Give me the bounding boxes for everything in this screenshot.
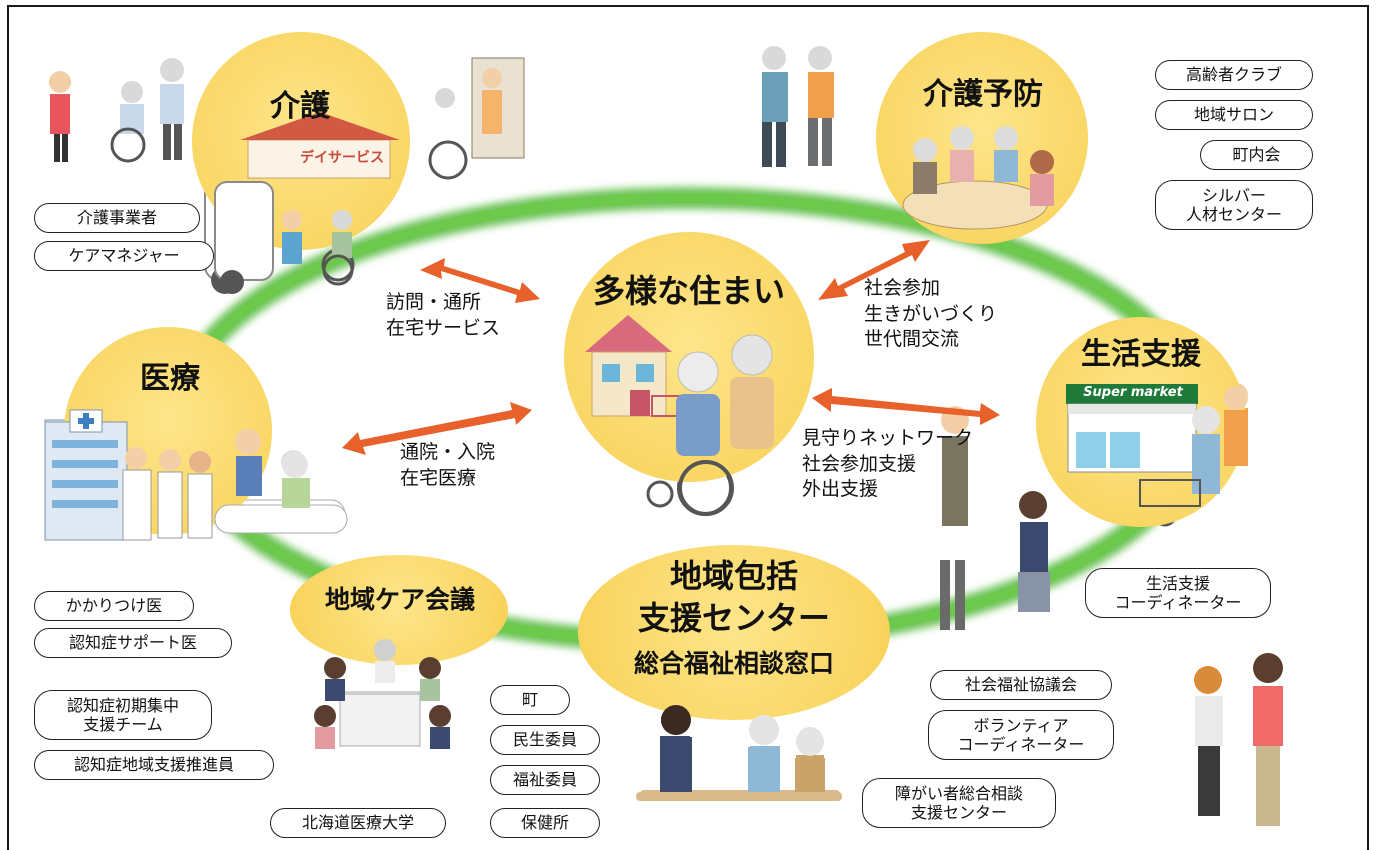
arrow-iryo-center <box>342 402 532 455</box>
center-title: 多様な住まい <box>592 272 785 310</box>
home-visit-illustration <box>428 57 525 180</box>
seikatsu-title: 生活支援 <box>1081 337 1201 372</box>
link-label-iryo: 通院・入院 在宅医療 <box>400 440 495 491</box>
arrow-yobo-center <box>818 240 930 300</box>
pill-shakyo: 社会福祉協議会 <box>930 670 1112 700</box>
link-seikatsu-line1: 見守りネットワーク <box>802 427 974 449</box>
iryo-title: 医療 <box>140 361 200 396</box>
supermarket-store-icon <box>1066 384 1248 507</box>
pill-kaigo-jigyosha: 介護事業者 <box>34 203 200 233</box>
houkatsu-title-3: 総合福祉相談窓口 <box>633 649 834 678</box>
hospital-building-icon <box>44 409 348 541</box>
pill-ninchisho-support: 認知症サポート医 <box>34 628 232 658</box>
arrow-kaigo-center <box>420 258 540 303</box>
meeting-table-icon <box>314 639 451 749</box>
pill-chiiki-salon: 地域サロン <box>1155 100 1313 130</box>
houkatsu-title-1: 地域包括 <box>669 557 798 595</box>
pill-fukushi: 福祉委員 <box>490 765 600 795</box>
pill-silver-center: シルバー 人材センター <box>1155 180 1313 230</box>
link-seikatsu-line3: 外出支援 <box>802 478 879 501</box>
pill-shogai-center: 障がい者総合相談 支援センター <box>862 778 1056 828</box>
supermarket-sign: Super market <box>1083 385 1183 400</box>
pill-koureisha-club: 高齢者クラブ <box>1155 60 1313 90</box>
link-kaigo-line1: 訪問・通所 <box>386 291 482 313</box>
kaigo-title: 介護 <box>270 89 330 124</box>
houkatsu-circle <box>578 545 890 720</box>
center-house-icon <box>585 315 774 516</box>
link-iryo-line2: 在宅医療 <box>400 466 477 489</box>
pill-ninchisho-team: 認知症初期集中 支援チーム <box>34 690 212 740</box>
link-yobo-line3: 世代間交流 <box>864 328 960 351</box>
walking-seniors-illustration <box>762 46 834 167</box>
pill-seikatsu-coord: 生活支援 コーディネーター <box>1085 568 1271 618</box>
link-yobo-line1: 社会参加 <box>864 277 941 299</box>
pill-minsei: 民生委員 <box>490 725 600 755</box>
arrow-seikatsu-center <box>812 388 1000 425</box>
link-kaigo-line2: 在宅サービス <box>386 316 501 339</box>
care-kaigi-title: 地域ケア会議 <box>324 585 475 614</box>
link-yobo-line2: 生きがいづくり <box>864 302 998 325</box>
yobo-table-icon <box>902 126 1054 230</box>
day-service-sign: デイサービス <box>300 150 384 166</box>
pill-ninchisho-suishin: 認知症地域支援推進員 <box>34 750 274 780</box>
staff-pair-illustration <box>1194 653 1283 826</box>
pill-hokenjo: 保健所 <box>490 808 600 838</box>
link-iryo-line1: 通院・入院 <box>400 441 496 463</box>
pill-machi: 町 <box>490 685 570 715</box>
kaigo-yobo-title: 介護予防 <box>923 77 1043 112</box>
pill-care-manager: ケアマネジャー <box>34 241 214 271</box>
pill-chounaikai: 町内会 <box>1200 140 1313 170</box>
pill-hokkaido-univ: 北海道医療大学 <box>270 808 446 838</box>
pill-kakaritsuke: かかりつけ医 <box>34 591 194 621</box>
houkatsu-title-2: 支援センター <box>637 599 830 637</box>
day-service-building-icon <box>214 112 400 294</box>
link-label-kaigo: 訪問・通所 在宅サービス <box>386 290 500 341</box>
link-seikatsu-line2: 社会参加支援 <box>802 452 917 475</box>
link-label-seikatsu: 見守りネットワーク 社会参加支援 外出支援 <box>802 426 973 503</box>
link-label-yobo: 社会参加 生きがいづくり 世代間交流 <box>864 276 997 353</box>
care-kaigi-circle <box>290 555 508 665</box>
diagram-frame <box>7 5 1369 850</box>
caregiver-group-illustration <box>49 58 184 163</box>
pill-volunteer-coord: ボランティア コーディネーター <box>928 710 1114 760</box>
houkatsu-staff-icon <box>636 705 842 801</box>
